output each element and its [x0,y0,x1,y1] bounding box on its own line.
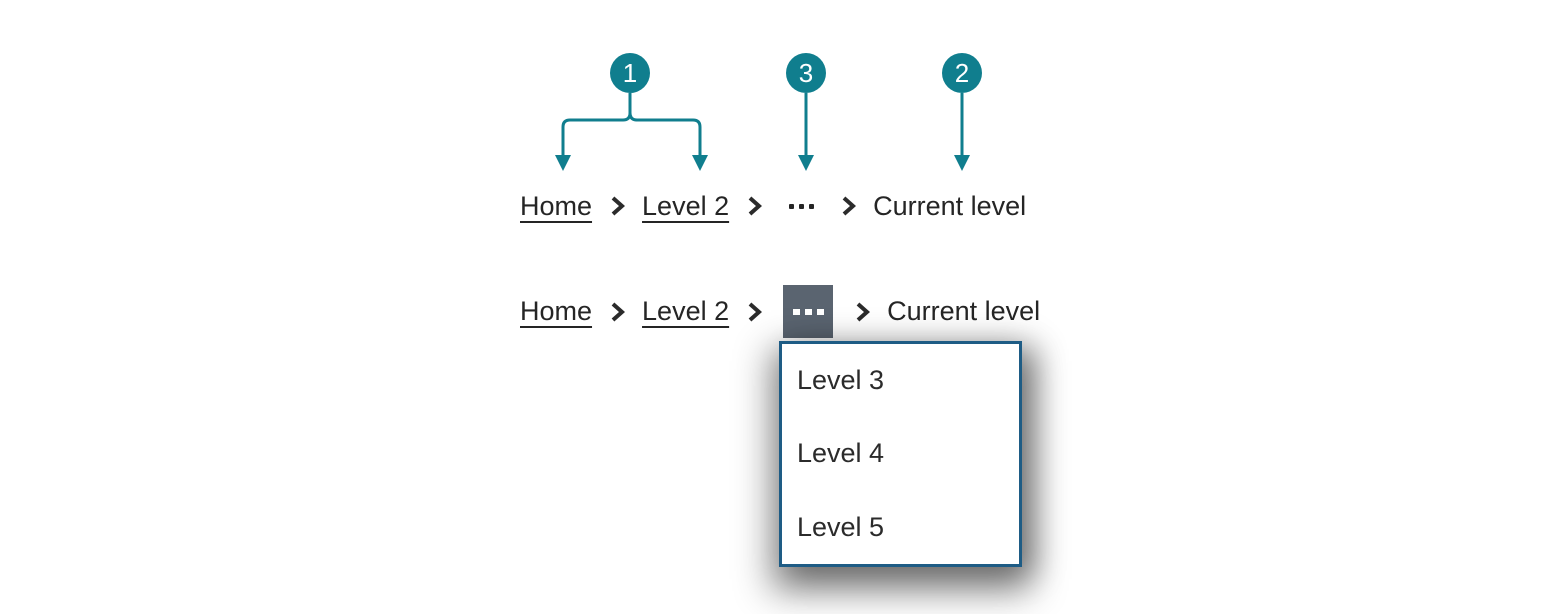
chevron-right-icon [840,194,857,218]
breadcrumb-default: Home Level 2 Current level [520,188,1026,224]
arrowhead-icon [954,155,970,171]
annotation-badge-1: 1 [610,53,650,93]
annotation-bracket-left [561,93,632,156]
arrowhead-icon [798,155,814,171]
breadcrumb-link-level2[interactable]: Level 2 [642,296,730,326]
annotation-badge-2: 2 [942,53,982,93]
overflow-ellipsis-icon [792,308,800,315]
menu-item-level3[interactable]: Level 3 [797,365,885,396]
breadcrumb-current-level: Current level [887,296,1041,326]
annotation-bracket-right [628,93,702,156]
breadcrumb-link-home[interactable]: Home [520,296,593,326]
overflow-dropdown-menu: Level 3 Level 4 Level 5 [779,341,1022,567]
breadcrumb-current-level: Current level [873,190,1027,221]
overflow-menu-button[interactable] [783,285,834,338]
chevron-right-icon [609,194,626,218]
annotation-badge-3: 3 [786,53,826,93]
breadcrumb-link-level2[interactable]: Level 2 [642,190,730,221]
chevron-right-icon [609,300,626,324]
breadcrumb-link-home[interactable]: Home [520,190,593,221]
overflow-ellipsis-icon[interactable] [779,188,823,224]
chevron-right-icon [746,194,763,218]
menu-item-level4[interactable]: Level 4 [797,438,885,469]
breadcrumb-expanded: Home Level 2 Current level [520,285,1040,338]
annotation-arrows [555,93,970,171]
arrowhead-icon [555,155,571,171]
chevron-right-icon [854,300,871,324]
menu-item-level5[interactable]: Level 5 [797,511,885,542]
arrowhead-icon [692,155,708,171]
chevron-right-icon [746,300,763,324]
